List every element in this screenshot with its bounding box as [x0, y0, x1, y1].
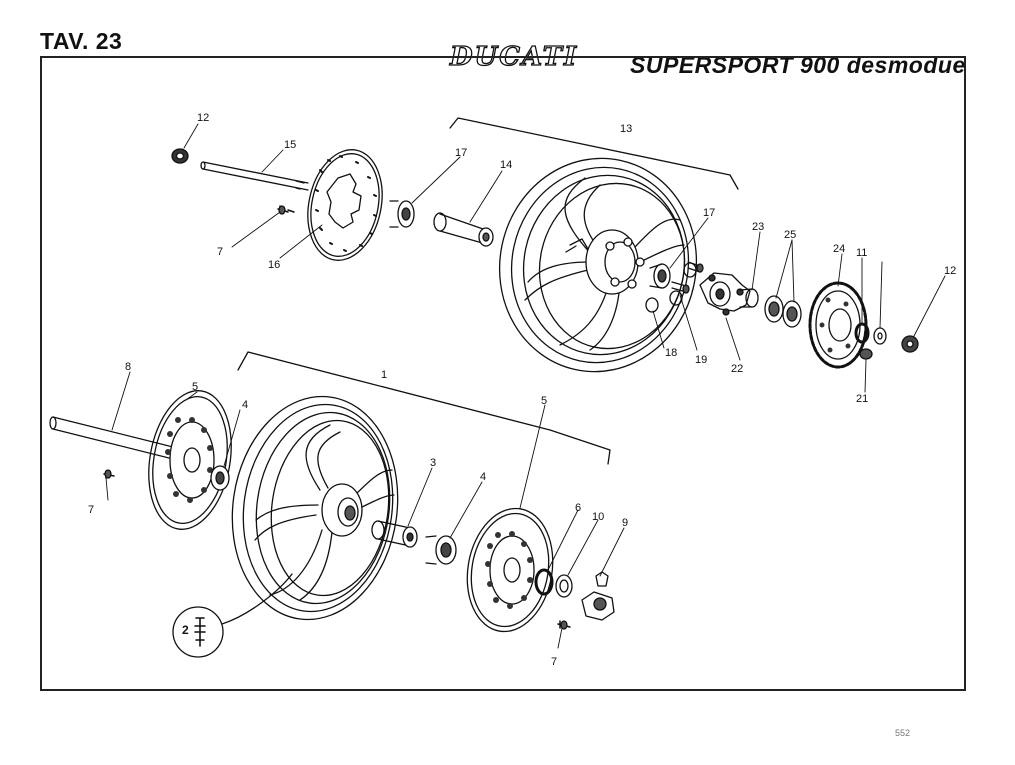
callout-label: 25 [784, 229, 796, 241]
callout-label: 4 [242, 399, 248, 411]
rear-wheel-group [171, 117, 919, 373]
rear-brake-disc [307, 149, 383, 261]
callout-labels: 13 12 15 17 14 7 16 17 18 19 22 23 25 24… [88, 112, 956, 668]
leader-lines [105, 123, 946, 649]
callout-label: 7 [217, 246, 223, 258]
front-disc-bolt-left [103, 469, 115, 479]
callout-label: 5 [192, 381, 198, 393]
front-wheel-group [49, 351, 615, 658]
rear-assembly-bracket [449, 117, 739, 190]
front-bearing-left [210, 465, 230, 491]
rear-axle-nut-left [171, 148, 189, 164]
tire-valve-inset [172, 573, 293, 658]
front-brake-disc-right [466, 507, 554, 633]
callout-label: 16 [268, 259, 280, 271]
rear-bearing-left [389, 200, 415, 228]
callout-label: 17 [703, 207, 715, 219]
axle-washer [873, 327, 887, 345]
callout-label: 11 [856, 247, 867, 259]
callout-label: 18 [665, 347, 677, 359]
callout-label: 10 [592, 511, 604, 523]
front-wheel-rim [231, 395, 399, 621]
rear-bearing-right [649, 263, 671, 289]
callout-label: 12 [197, 112, 209, 124]
callout-label: 19 [695, 354, 707, 366]
callout-label: 7 [551, 656, 557, 668]
callout-label: 3 [430, 457, 436, 469]
callout-label: 17 [455, 147, 467, 159]
front-assembly-bracket [237, 351, 611, 465]
callout-label: 22 [731, 363, 743, 375]
rear-axle [200, 161, 309, 191]
rear-sprocket [808, 281, 868, 369]
sprocket-studs [671, 261, 704, 294]
carrier-bearings [764, 295, 802, 328]
callout-label: 2 [182, 623, 189, 637]
callout-label: 1 [381, 369, 387, 381]
callout-label: 13 [620, 123, 632, 135]
callout-label: 4 [480, 471, 486, 483]
sprocket-carrier [699, 272, 751, 316]
speedometer-drive [581, 571, 615, 621]
rear-axle-nut-right [901, 335, 919, 353]
callout-label: 14 [500, 159, 512, 171]
sprocket-nut [859, 348, 873, 360]
callout-label: 9 [622, 517, 628, 529]
drawing-frame [40, 56, 966, 691]
rear-wheel-rim [498, 157, 698, 373]
callout-label: 6 [575, 502, 581, 514]
callout-label: 24 [833, 243, 845, 255]
front-brake-disc-left [148, 390, 232, 530]
front-disc-bolt-right [557, 620, 571, 630]
rear-spacer [433, 212, 494, 247]
callout-label: 21 [856, 393, 868, 405]
page-number: 552 [895, 728, 911, 738]
oil-seal [555, 574, 573, 598]
callout-label: 23 [752, 221, 764, 233]
callout-label: 8 [125, 361, 131, 373]
callout-label: 12 [944, 265, 956, 277]
callout-label: 7 [88, 504, 94, 516]
front-spacer [371, 520, 418, 548]
rear-disc-bolt [277, 205, 295, 215]
speedometer-ring [534, 568, 554, 596]
table-number: TAV. 23 [40, 28, 123, 54]
callout-label: 5 [541, 395, 547, 407]
callout-label: 15 [284, 139, 296, 151]
front-bearing-right [425, 535, 457, 565]
